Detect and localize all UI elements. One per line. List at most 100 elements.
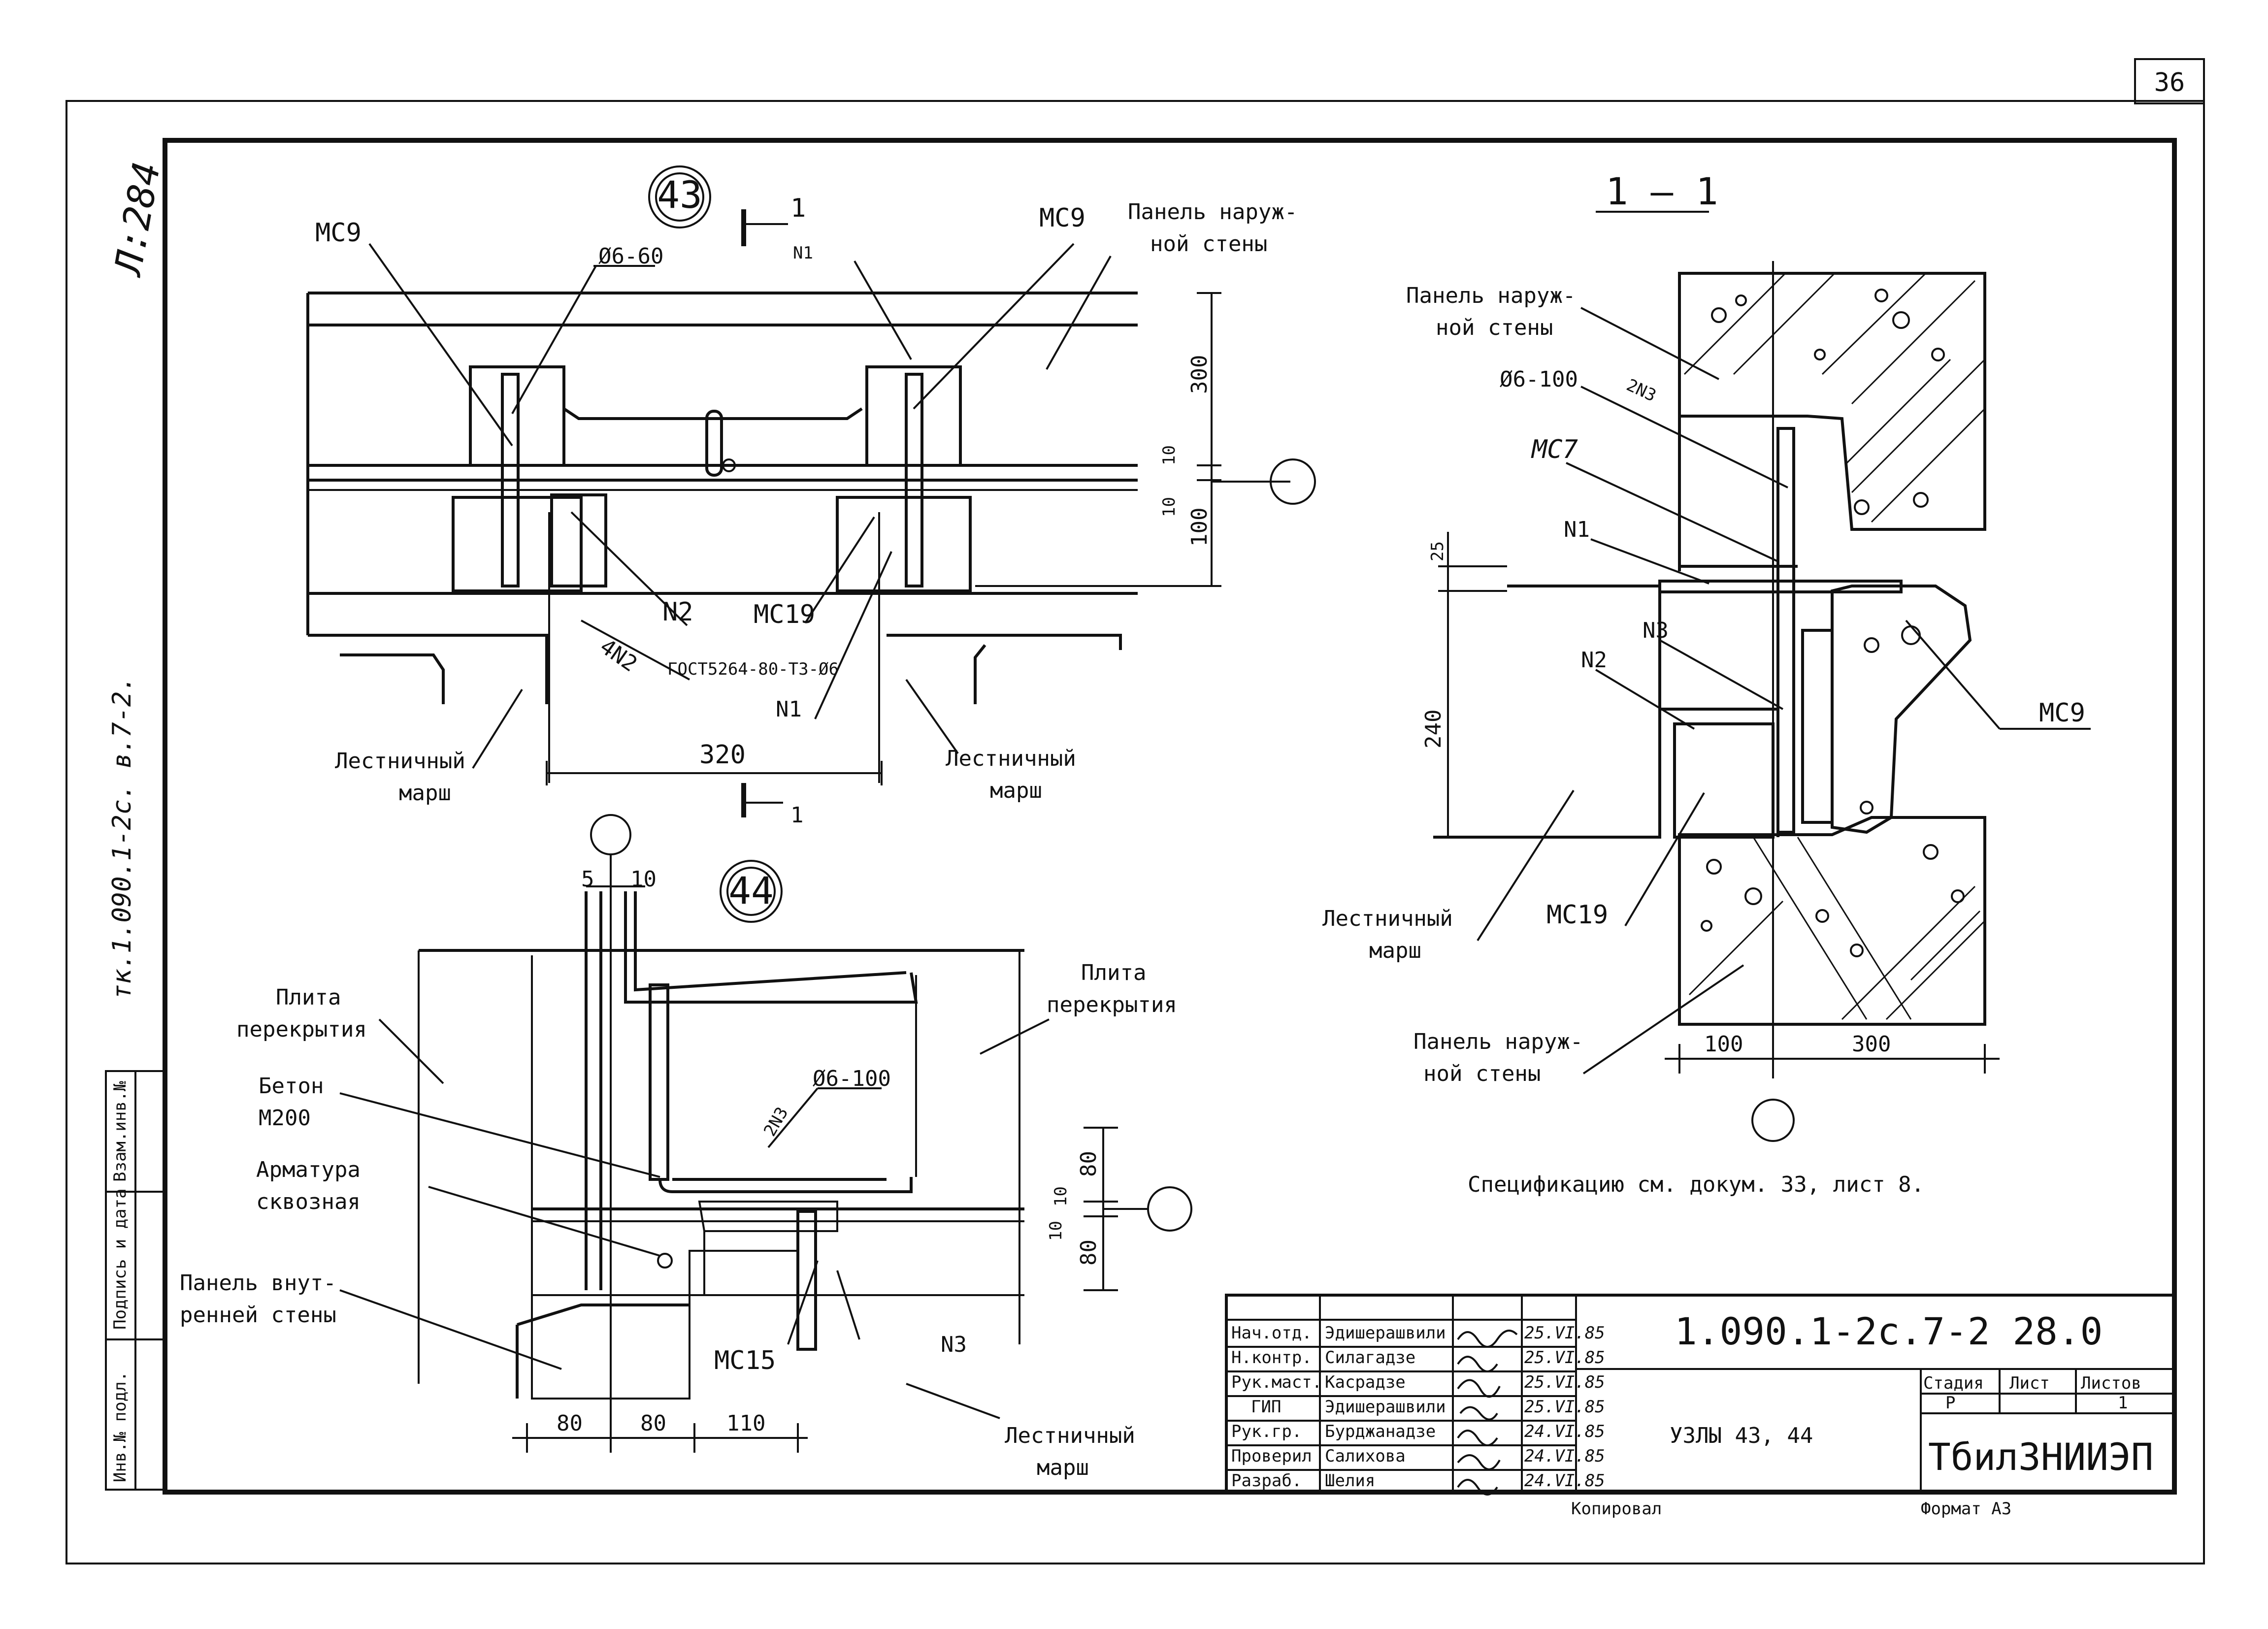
- label-mc15: МС15: [714, 1346, 776, 1375]
- label-section-n1: N1: [1564, 517, 1590, 542]
- label-wall-panel-1: Панель наруж-: [1128, 199, 1297, 225]
- tb-name-6: Шелия: [1325, 1471, 1375, 1491]
- signature-5: [1457, 1454, 1501, 1470]
- tb-role-4: Рук.гр.: [1231, 1422, 1302, 1441]
- drawing-code: 1.090.1-2c.7-2 28.0: [1675, 1309, 2103, 1353]
- label-concrete-1: Бетон: [259, 1074, 324, 1099]
- label-section-stair-1: Лестничный: [1322, 906, 1453, 931]
- title-block-rows: Нач.отд. Эдишерашвили 25.VI.85 Н.контр. …: [1226, 1323, 1605, 1496]
- label-44-stair-1: Лестничный: [1005, 1423, 1135, 1448]
- section-mark-top: 1: [790, 194, 806, 223]
- side-stamp: Взам.инв.№ Подпись и дата Инв.№ подл.: [105, 1070, 166, 1491]
- handwritten-sheet-id: тк.1.090.1-2с. в.7-2.: [107, 676, 137, 1000]
- anchor-bar-left: [501, 373, 520, 587]
- tb-stage-header: Стадия: [1923, 1373, 1984, 1393]
- label-gost: ГОСТ5264-80-Т3-Ø6: [667, 659, 839, 679]
- dim-10-top: 10: [630, 867, 657, 892]
- label-section-mc7: МС7: [1531, 435, 1578, 464]
- label-section-rebar: Ø6-100: [1500, 367, 1578, 392]
- label-rebar-through-1: Арматура: [256, 1157, 361, 1182]
- signature-6: [1457, 1479, 1498, 1496]
- label-slab-right-2: перекрытия: [1047, 992, 1177, 1017]
- tb-role-0: Нач.отд.: [1231, 1323, 1312, 1343]
- tb-name-3: Эдишерашвили: [1325, 1397, 1446, 1417]
- label-section-wall-bot-2: ной стены: [1423, 1061, 1541, 1086]
- drawing-title: УЗЛЫ 43, 44: [1670, 1423, 1813, 1448]
- tb-name-0: Эдишерашвили: [1325, 1323, 1446, 1343]
- label-stair-right-2: марш: [990, 778, 1042, 803]
- section-anchor-bar: [1776, 427, 1795, 834]
- dim-80c: 80: [557, 1411, 583, 1436]
- node-43-circle: [648, 165, 711, 228]
- label-section-wall-top-1: Панель наруж-: [1406, 283, 1576, 308]
- section-title: 1 — 1: [1606, 169, 1718, 213]
- signature-4: [1457, 1430, 1498, 1446]
- label-section-2n3: 2N3: [1623, 375, 1659, 406]
- sheet-frame: 36: [66, 58, 2205, 1564]
- dim-240: 240: [1421, 710, 1446, 749]
- node-44-drawing: 44 5 10 80: [180, 814, 1192, 1480]
- label-inner-wall-2: ренней стены: [180, 1303, 336, 1328]
- signature-0: [1457, 1330, 1518, 1348]
- archive-handwritten-mark: Л:284: [105, 159, 168, 280]
- label-section-wall-top-2: ной стены: [1436, 315, 1553, 340]
- label-concrete-2: М200: [259, 1106, 311, 1131]
- label-44-2n3: 2N3: [760, 1104, 792, 1140]
- tb-sheet-header: Лист: [2009, 1373, 2050, 1393]
- label-44-n3: N3: [941, 1332, 967, 1357]
- tb-name-4: Бурджанадзе: [1325, 1422, 1436, 1441]
- label-mc9-left: МС9: [315, 218, 362, 248]
- page-number-box: [2134, 58, 2205, 104]
- label-section-mc9: МС9: [2039, 698, 2085, 728]
- axis-bubble-44-right: [1147, 1186, 1192, 1232]
- tb-role-6: Разраб.: [1231, 1471, 1302, 1491]
- label-n1-top: N1: [793, 243, 813, 263]
- organization-name: ТбилЗНИИЭП: [1928, 1435, 2154, 1479]
- label-n2: N2: [662, 597, 693, 627]
- label-mc19: МС19: [754, 600, 815, 629]
- label-mc9-right: МС9: [1039, 203, 1085, 233]
- tb-date-1: 25.VI.85: [1524, 1348, 1605, 1368]
- dim-320: 320: [699, 740, 746, 770]
- axis-bubble-44: [590, 814, 631, 855]
- label-stair-left-2: марш: [399, 781, 451, 806]
- dim-10b: 10: [1159, 497, 1179, 517]
- tb-stage-value: Р: [1945, 1393, 1955, 1413]
- dim-100: 100: [1187, 508, 1212, 547]
- dim-10b-right: 10: [1046, 1221, 1066, 1241]
- label-inner-wall-1: Панель внут-: [180, 1271, 336, 1296]
- label-section-n3: N3: [1643, 618, 1669, 643]
- dim-10a-right: 10: [1051, 1186, 1071, 1206]
- specification-note: Спецификацию см. докум. 33, лист 8.: [1468, 1172, 1924, 1197]
- dim-80a-right: 80: [1076, 1151, 1101, 1177]
- stamp-cell-inventory: Инв.№ подл.: [110, 1371, 130, 1482]
- tb-name-5: Салихова: [1325, 1446, 1406, 1466]
- tb-sheets-header: Листов: [2081, 1373, 2141, 1393]
- label-wall-panel-2: ной стены: [1150, 231, 1267, 257]
- title-block: Нач.отд. Эдишерашвили 25.VI.85 Н.контр. …: [1225, 1294, 2176, 1519]
- label-stair-right-1: Лестничный: [946, 746, 1076, 771]
- section-1-1-drawing: 1 — 1: [1322, 169, 2091, 1197]
- tb-date-4: 24.VI.85: [1524, 1422, 1605, 1441]
- signature-3: [1459, 1406, 1498, 1421]
- left-margin-marks: Л:284 тк.1.090.1-2с. в.7-2.: [105, 159, 168, 1000]
- anchor-bar-right: [905, 373, 923, 587]
- dim-25: 25: [1428, 541, 1447, 561]
- format-label: Формат А3: [1921, 1499, 2011, 1519]
- dim-80b-right: 80: [1076, 1239, 1101, 1266]
- tb-date-3: 25.VI.85: [1524, 1397, 1605, 1417]
- signature-2: [1457, 1379, 1501, 1398]
- section-mark-bottom: 1: [790, 803, 804, 828]
- label-rebar-through-2: сквозная: [256, 1189, 361, 1214]
- node-44-circle: [720, 860, 783, 923]
- label-section-n2: N2: [1581, 648, 1607, 673]
- label-section-wall-bot-1: Панель наруж-: [1413, 1029, 1583, 1054]
- label-rebar-top: Ø6-60: [598, 244, 663, 269]
- label-44-stair-2: марш: [1037, 1455, 1089, 1480]
- node-44-number: 44: [728, 869, 774, 912]
- tb-name-1: Силагадзе: [1325, 1348, 1415, 1368]
- node-43-drawing: 43 1 1: [306, 165, 1316, 828]
- node-43-number: 43: [657, 173, 702, 217]
- tb-role-2: Рук.маст.: [1231, 1372, 1322, 1392]
